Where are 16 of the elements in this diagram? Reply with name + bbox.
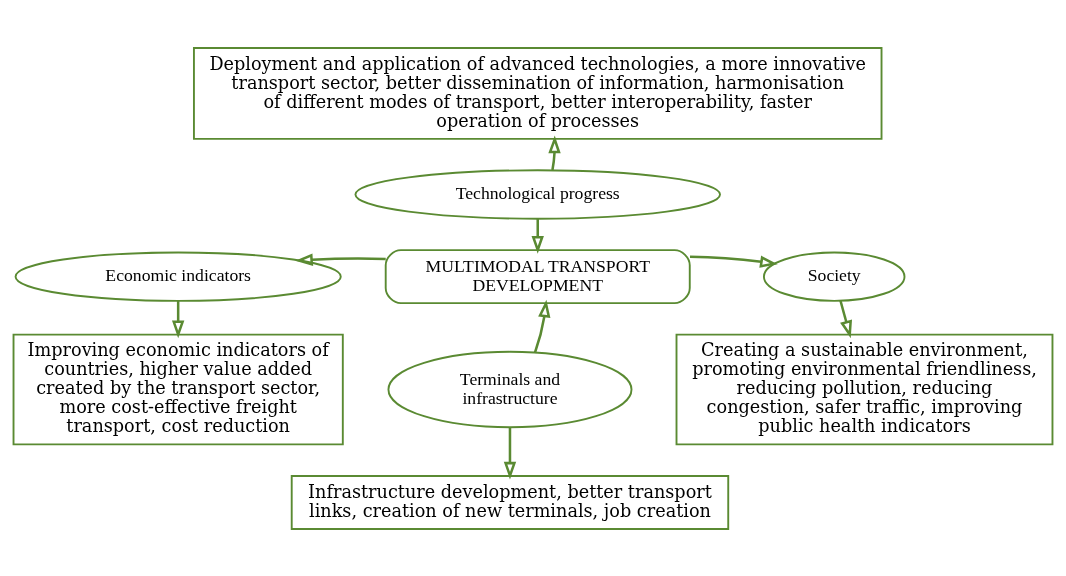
arrow bbox=[690, 255, 778, 268]
node-ellipse: Terminals and infrastructure bbox=[387, 350, 633, 428]
arrow bbox=[503, 427, 517, 480]
arrow bbox=[171, 300, 185, 338]
arrow bbox=[533, 299, 551, 353]
node-box: Creating a sustainable environment, promoting environmental friendliness, reducing pollution, reducing congestion, safer traffic, improving public health indicators bbox=[675, 333, 1054, 445]
node-ellipse: Technological progress bbox=[354, 168, 721, 220]
node-box: Deployment and application of advanced technologies, a more innovative transport sector, better dissemination of information, harmonisation of different modes of transport, better interoperability, faster operation of processes bbox=[193, 46, 883, 140]
arrow bbox=[548, 135, 561, 170]
arrow bbox=[839, 299, 853, 338]
node-box: MULTIMODAL TRANSPORT DEVELOPMENT bbox=[384, 248, 691, 304]
arrow bbox=[531, 218, 544, 254]
node-ellipse: Society bbox=[762, 251, 906, 302]
arrow bbox=[295, 253, 386, 266]
node-box: Improving economic indicators of countries, higher value added created by the transport sector, more cost-effective freight transport, cost reduction bbox=[12, 333, 344, 445]
node-box: Infrastructure development, better transport links, creation of new terminals, job creation bbox=[290, 474, 730, 530]
